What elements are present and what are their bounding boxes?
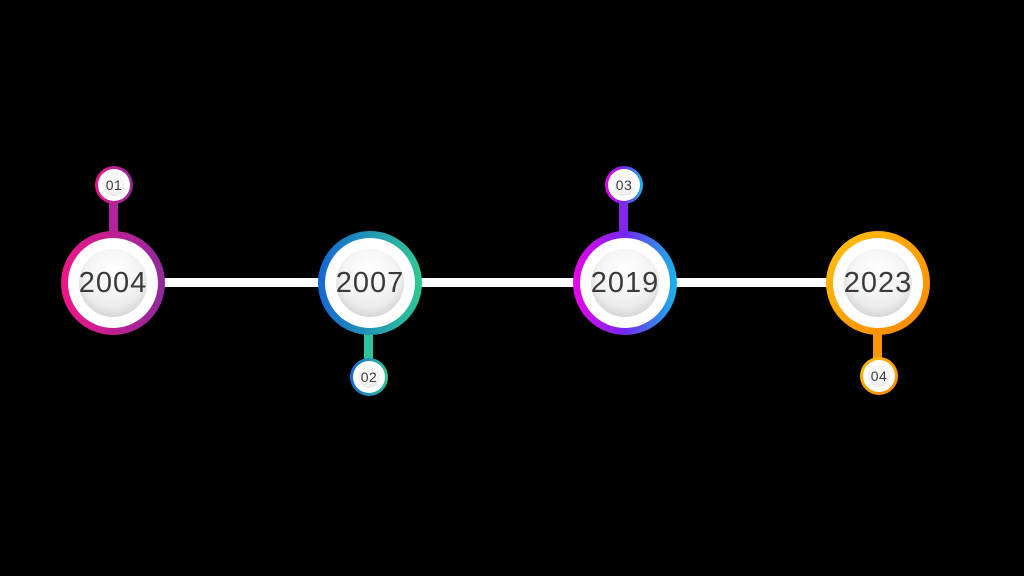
step-badge-03: 03 [605, 166, 643, 204]
year-circle-face: 2004 [79, 249, 147, 317]
step-badge-white-ring: 02 [353, 361, 385, 393]
badge-stem-1 [109, 198, 118, 240]
year-label: 2019 [590, 266, 660, 299]
year-label: 2004 [78, 266, 148, 299]
step-number-label: 01 [105, 177, 123, 193]
step-badge-white-ring: 03 [608, 169, 640, 201]
year-circle-2004: 2004 [61, 231, 165, 335]
step-badge-white-ring: 04 [863, 360, 895, 392]
badge-stem-4 [873, 328, 882, 364]
step-badge-white-ring: 01 [98, 169, 130, 201]
step-badge-02: 02 [350, 358, 388, 396]
badge-stem-3 [619, 198, 628, 240]
year-circle-white-ring: 2019 [580, 238, 670, 328]
step-number-label: 04 [870, 368, 888, 384]
year-circle-2007: 2007 [318, 231, 422, 335]
year-circle-2019: 2019 [573, 231, 677, 335]
badge-stem-2 [364, 328, 373, 364]
step-badge-face: 03 [613, 174, 635, 196]
year-circle-face: 2007 [336, 249, 404, 317]
year-circle-white-ring: 2004 [68, 238, 158, 328]
step-badge-04: 04 [860, 357, 898, 395]
step-number-label: 02 [360, 369, 378, 385]
step-badge-face: 04 [868, 365, 890, 387]
year-circle-white-ring: 2023 [833, 238, 923, 328]
step-number-label: 03 [615, 177, 633, 193]
step-badge-01: 01 [95, 166, 133, 204]
year-label: 2023 [843, 266, 913, 299]
step-badge-face: 01 [103, 174, 125, 196]
year-label: 2007 [335, 266, 405, 299]
year-circle-2023: 2023 [826, 231, 930, 335]
step-badge-face: 02 [358, 366, 380, 388]
year-circle-white-ring: 2007 [325, 238, 415, 328]
year-circle-face: 2023 [844, 249, 912, 317]
timeline-connector-line [113, 278, 878, 287]
year-circle-face: 2019 [591, 249, 659, 317]
